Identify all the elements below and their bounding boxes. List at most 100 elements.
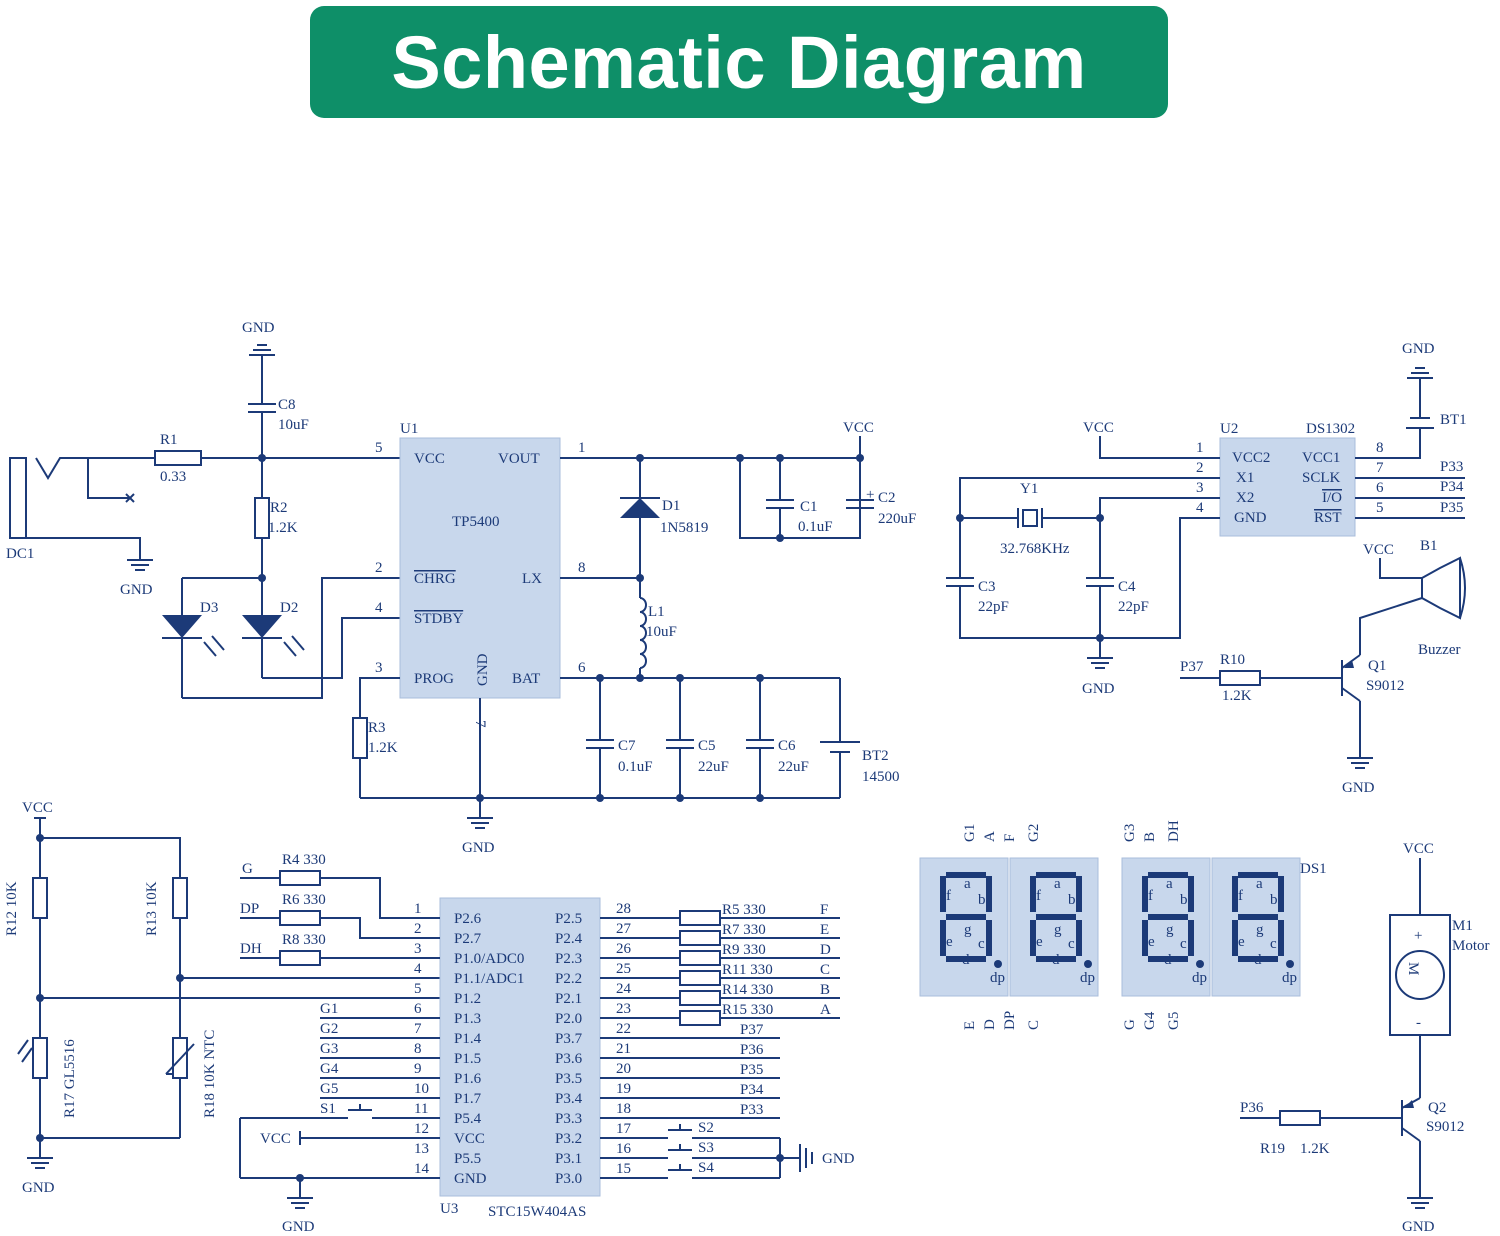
buzzer-section: VCC B1 Buzzer P37 R10 1.2K Q1 S9012 GND bbox=[1180, 538, 1466, 796]
u2-num-2: 2 bbox=[1196, 460, 1204, 476]
y1-value: 32.768KHz bbox=[1000, 541, 1070, 557]
segment bbox=[1238, 872, 1278, 878]
u1-pin-bat: BAT bbox=[512, 671, 540, 687]
segment-letter: dp bbox=[1282, 970, 1297, 986]
mcu-net-label: G5 bbox=[320, 1081, 338, 1097]
rtc-vcc-label: VCC bbox=[1083, 420, 1114, 436]
segment bbox=[946, 914, 986, 920]
s3-label: S3 bbox=[698, 1140, 714, 1156]
segment bbox=[1036, 872, 1076, 878]
segment bbox=[1076, 876, 1082, 912]
bt2-label: BT2 bbox=[862, 748, 889, 764]
r1-label: R1 bbox=[160, 432, 178, 448]
r18-label: R18 10K NTC bbox=[202, 1030, 218, 1118]
sw-gnd-label: GND bbox=[822, 1151, 855, 1167]
segment bbox=[1076, 920, 1082, 956]
u2-pin-rst: RST bbox=[1314, 510, 1342, 526]
r10-resistor bbox=[1219, 670, 1261, 686]
mcu-seg-label: F bbox=[820, 902, 828, 918]
mcu-seg-label: E bbox=[820, 922, 829, 938]
mcu-right-pin: P2.4 bbox=[555, 931, 583, 947]
u1-num-8: 8 bbox=[578, 560, 586, 576]
r17-label: R17 GL5516 bbox=[62, 1039, 78, 1118]
segment-letter: e bbox=[946, 934, 953, 950]
bt2-battery bbox=[820, 678, 860, 798]
mcu-right-pin: P3.7 bbox=[555, 1031, 583, 1047]
u2-pin-x2: X2 bbox=[1236, 490, 1254, 506]
mcu-net-label: P37 bbox=[740, 1022, 764, 1038]
decimal-point bbox=[994, 960, 1002, 968]
motor-section: VCC M + - M1 Motor P36 R19 1.2K Q2 S9012… bbox=[1240, 841, 1490, 1235]
mcu-resistor bbox=[679, 910, 721, 926]
u2-pin-vcc2: VCC2 bbox=[1232, 450, 1270, 466]
u1-pin-prog: PROG bbox=[414, 671, 454, 687]
segment bbox=[1232, 876, 1238, 912]
mcu-left-pin-num: 9 bbox=[414, 1061, 422, 1077]
s4-label: S4 bbox=[698, 1160, 714, 1176]
segment-letter: dp bbox=[1080, 970, 1095, 986]
mcu-left-pin-num: 7 bbox=[414, 1021, 422, 1037]
r3-label: R3 bbox=[368, 720, 386, 736]
r12-resistor bbox=[32, 877, 48, 919]
r2-resistor bbox=[254, 497, 270, 539]
u2-chip bbox=[1219, 437, 1356, 537]
display-top-pin: A bbox=[982, 831, 998, 842]
dh-net-label: DH bbox=[240, 941, 262, 957]
buzzer-body bbox=[1421, 556, 1461, 620]
rtc-net-p33: P33 bbox=[1440, 459, 1463, 475]
display-bottom-pin: DP bbox=[1002, 1011, 1018, 1030]
m1-motor bbox=[1389, 914, 1451, 1036]
decimal-point bbox=[1084, 960, 1092, 968]
mcu-right-pin-num: 24 bbox=[616, 981, 632, 997]
mcu-left-pin-num: 10 bbox=[414, 1081, 429, 1097]
q1-value: S9012 bbox=[1366, 678, 1404, 694]
u1-name: TP5400 bbox=[452, 514, 500, 530]
r10-value: 1.2K bbox=[1222, 688, 1252, 704]
mcu-right-pin: P2.5 bbox=[555, 911, 582, 927]
u1-ref: U1 bbox=[400, 421, 418, 437]
g-net-label: G bbox=[242, 861, 253, 877]
mcu-right-pin: P3.2 bbox=[555, 1131, 582, 1147]
mcu-right-pin-num: 16 bbox=[616, 1141, 632, 1157]
u2-pin-gnd: GND bbox=[1234, 510, 1267, 526]
display-top-pin: DH bbox=[1166, 820, 1182, 842]
r4-label: R4 330 bbox=[282, 852, 326, 868]
segment bbox=[1232, 920, 1238, 956]
segment-letter: c bbox=[978, 936, 985, 952]
d2-label: D2 bbox=[280, 600, 298, 616]
u1-pin-vcc: VCC bbox=[414, 451, 445, 467]
mcu-net-label: G1 bbox=[320, 1001, 338, 1017]
segment-letter: e bbox=[1238, 934, 1245, 950]
display-bottom-pin: G5 bbox=[1166, 1012, 1182, 1030]
mcu-left-pin-num: 12 bbox=[414, 1121, 429, 1137]
mcu-resistor bbox=[679, 950, 721, 966]
r12-label: R12 10K bbox=[4, 881, 20, 936]
u1-num-5: 5 bbox=[375, 440, 383, 456]
segment-letter: g bbox=[964, 922, 972, 938]
mcu-right-pin: P3.0 bbox=[555, 1171, 582, 1187]
mcu-vcc-label: VCC bbox=[260, 1131, 291, 1147]
c7-value: 0.1uF bbox=[618, 759, 653, 775]
dp-net-label: DP bbox=[240, 901, 259, 917]
segment-letter: b bbox=[1068, 892, 1076, 908]
segment bbox=[946, 956, 986, 962]
display-top-pin: B bbox=[1142, 832, 1158, 842]
mcu-net-label: G2 bbox=[320, 1021, 338, 1037]
r1-value: 0.33 bbox=[160, 469, 186, 485]
mcu-net-label: G4 bbox=[320, 1061, 339, 1077]
u2-num-8: 8 bbox=[1376, 440, 1384, 456]
buzzer-vcc-label: VCC bbox=[1363, 542, 1394, 558]
digit-frame bbox=[1009, 857, 1099, 997]
p36-label: P36 bbox=[1240, 1100, 1264, 1116]
segment-letter: f bbox=[946, 888, 951, 904]
r13-resistor bbox=[172, 877, 188, 919]
r1-resistor bbox=[154, 450, 202, 466]
mcu-right-pin-num: 19 bbox=[616, 1081, 631, 1097]
digit-frame bbox=[919, 857, 1009, 997]
segment bbox=[1142, 876, 1148, 912]
mcu-seg-label: C bbox=[820, 962, 830, 978]
u2-chip-name: DS1302 bbox=[1306, 421, 1355, 437]
motor-label: Motor bbox=[1452, 938, 1490, 954]
d1-diode bbox=[620, 498, 660, 518]
segment-letter: d bbox=[1254, 952, 1262, 968]
